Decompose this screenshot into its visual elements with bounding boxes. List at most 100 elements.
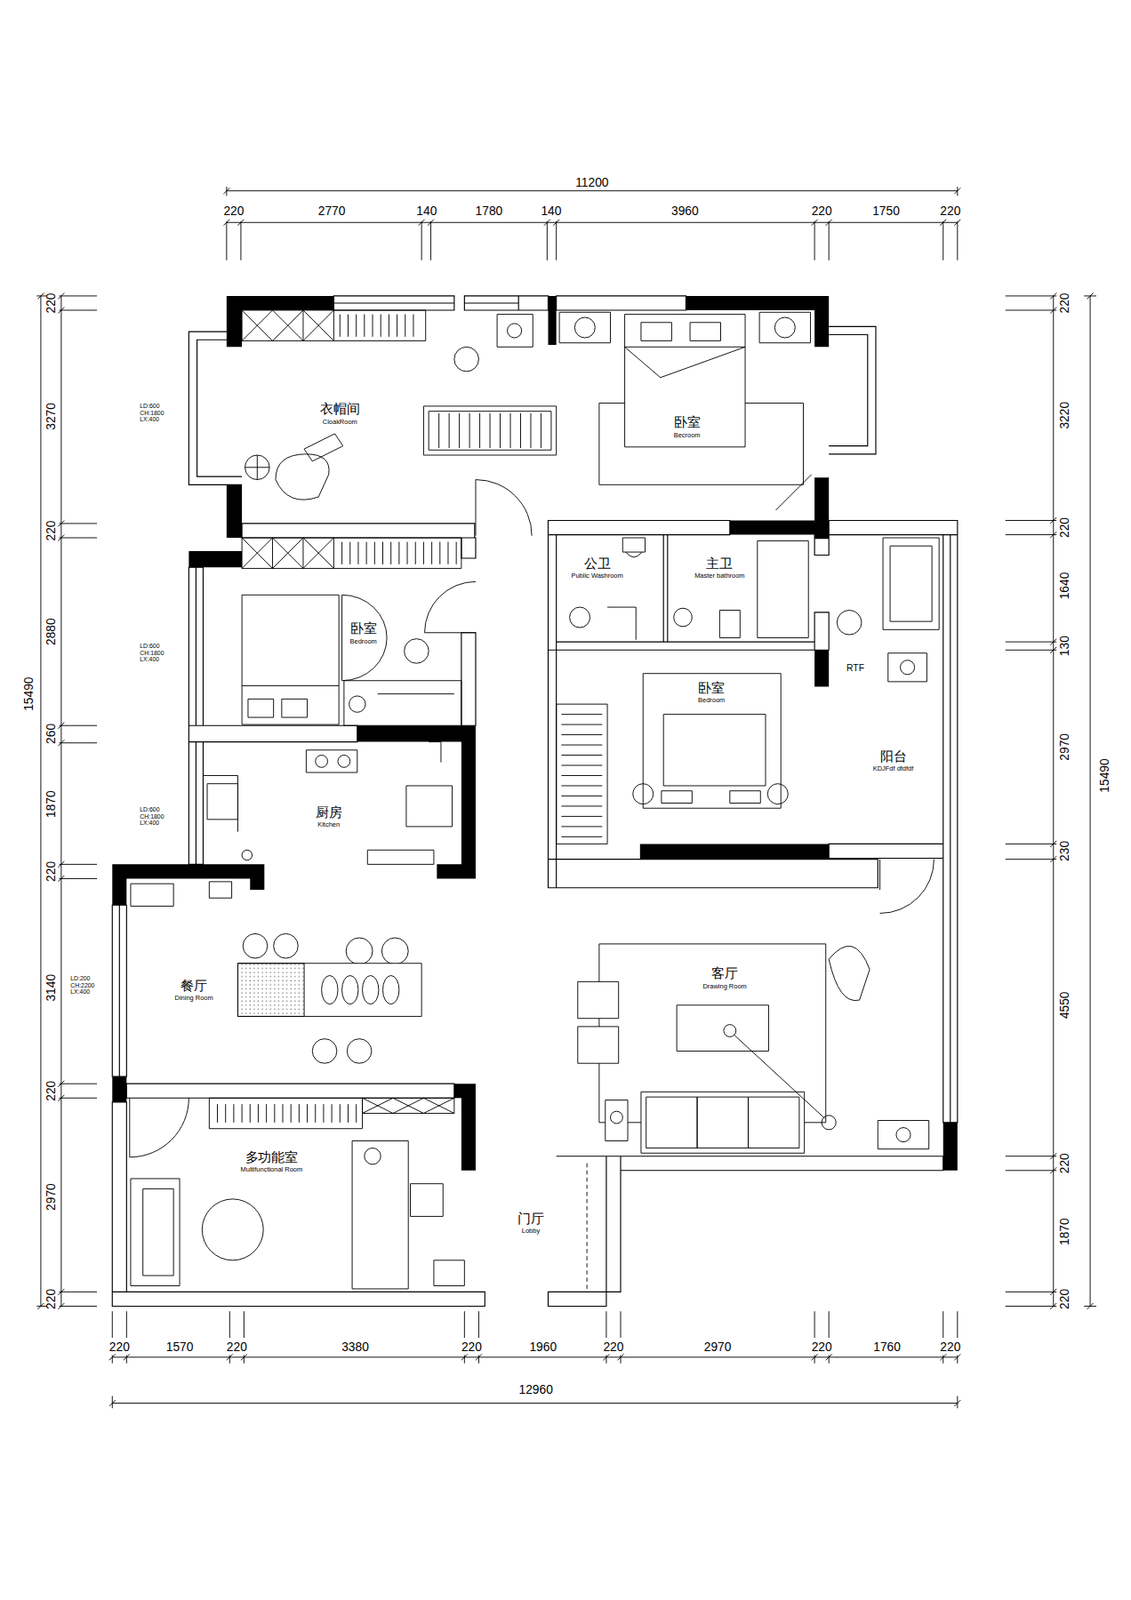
dimension-value: 2970 (1058, 733, 1071, 762)
dimension-value: 220 (45, 1081, 58, 1102)
room-label: 餐厅Dining Room (175, 978, 214, 1003)
dimension-value: 130 (1058, 635, 1071, 657)
room-area: 门厅Lobby (475, 1171, 607, 1293)
dimension-value: 15490 (22, 676, 35, 711)
dimension-value: 140 (540, 205, 562, 218)
room-name: 衣帽间 (320, 401, 361, 418)
room-name-en: Lobby (517, 1227, 545, 1236)
room-area: 厨房Kitchen (202, 742, 461, 866)
room-name: 多功能室 (240, 1149, 304, 1166)
annotation-note: LD:600 CH:1800 LX:400 (139, 806, 167, 827)
dimension-value: 220 (45, 292, 58, 313)
dimension-value: 140 (416, 205, 437, 218)
room-label: 门厅Lobby (517, 1211, 545, 1236)
room-area: 多功能室Multifunctional Room (126, 1098, 462, 1292)
dimension-value: 220 (45, 1289, 58, 1310)
dimension-value: 12960 (519, 1384, 554, 1397)
dimension-value: 220 (939, 1340, 961, 1354)
dimension-value: 3220 (1058, 401, 1071, 430)
room-name-en: CloakRoom (320, 417, 361, 426)
room-name: 餐厅 (175, 978, 214, 995)
room-label: 客厅Drawing Room (702, 965, 746, 990)
room-name-en: Multifunctional Room (240, 1165, 304, 1174)
dimension-value: 220 (461, 1340, 482, 1354)
room-area: 主卫Master bathroom (667, 535, 815, 643)
room-name-en: Dining Room (175, 994, 214, 1003)
dimension-value: 220 (602, 1340, 624, 1354)
room-name-en: Master bathroom (694, 571, 745, 580)
dimension-value: 1870 (1058, 1218, 1071, 1246)
room-area: 餐厅Dining Room (126, 878, 462, 1084)
dimension-value: 1870 (45, 790, 58, 819)
room-label: 厨房Kitchen (315, 804, 343, 829)
room-area: 卧室Bedroom (202, 537, 461, 726)
room-area: 衣帽间CloakRoom (241, 310, 548, 524)
dimension-value: 220 (811, 1340, 833, 1354)
dimension-value: 230 (1058, 841, 1071, 862)
dimension-value: 15490 (1098, 758, 1111, 793)
dimension-value: 4550 (1058, 991, 1071, 1019)
annotation-note: LD:200 CH:2200 LX:400 (70, 976, 97, 997)
dimension-value: 220 (1058, 1153, 1071, 1174)
dimension-value: 220 (1058, 292, 1071, 313)
door-swings (129, 474, 935, 1158)
room-name-en: Bedroom (697, 696, 725, 705)
room-label: 公卫Public Washroom (570, 555, 623, 580)
room-name: 公卫 (570, 555, 623, 572)
dimension-value: 3380 (341, 1340, 369, 1354)
room-name: 客厅 (702, 965, 746, 982)
dimension-value: 1640 (1058, 572, 1071, 601)
dimension-value: 220 (109, 1340, 130, 1354)
dimension-value: 1750 (872, 205, 900, 218)
room-label: 卧室Bedroom (697, 680, 725, 705)
dimension-value: 220 (223, 205, 244, 218)
thin-walls (112, 296, 958, 1308)
room-name: 门厅 (517, 1211, 545, 1228)
dimension-value: 220 (1058, 1289, 1071, 1310)
dimension-value: 3960 (671, 205, 699, 218)
room-name-en: Kitchen (315, 820, 343, 829)
room-name: 卧室 (673, 414, 701, 431)
dimension-value: 220 (45, 520, 58, 541)
furniture-detail (321, 322, 837, 1149)
room-area: 卧室Becroom (556, 310, 815, 521)
room-label: 卧室Becroom (673, 414, 701, 439)
dimension-value: 3140 (45, 974, 58, 1003)
furniture-solid (237, 314, 870, 1155)
dimension-value: 11200 (575, 176, 609, 190)
equipment-tag: RTF (846, 664, 865, 674)
dimension-value: 220 (939, 205, 961, 218)
room-label: 阳台KDJFdf dfdfdf (873, 748, 915, 773)
dimension-value: 1570 (166, 1340, 194, 1354)
dimension-value: 2880 (45, 617, 58, 646)
room-area: 公卫Public Washroom (556, 535, 665, 643)
dimension-value: 3270 (45, 402, 58, 431)
room-label: 卧室Bedroom (350, 620, 377, 645)
room-name: 厨房 (315, 804, 343, 821)
dimension-value: 2770 (318, 205, 346, 218)
dimension-value: 1780 (475, 205, 504, 218)
room-area: 卧室Bedroom (556, 649, 815, 844)
room-area: 客厅Drawing Room (599, 944, 827, 1123)
dimension-value: 220 (1058, 517, 1071, 538)
furniture-outline (130, 310, 939, 1290)
room-name: 卧室 (350, 620, 377, 637)
room-area: 阳台KDJFdf dfdfdf (828, 649, 944, 844)
dimension-value: 220 (45, 861, 58, 883)
room-label: 衣帽间CloakRoom (320, 401, 361, 426)
thick-walls (112, 296, 958, 1172)
room-name-en: Becroom (673, 430, 701, 439)
dimension-value: 220 (811, 205, 833, 218)
room-name: 主卫 (694, 555, 745, 572)
dimension-value: 260 (45, 723, 58, 745)
annotation-note: LD:600 CH:1800 LX:400 (139, 642, 167, 664)
room-name: 阳台 (873, 748, 915, 765)
stone-counter (237, 963, 305, 1018)
room-name-en: Bedroom (350, 636, 377, 645)
room-name: 卧室 (697, 680, 725, 697)
room-name-en: Public Washroom (570, 571, 623, 580)
